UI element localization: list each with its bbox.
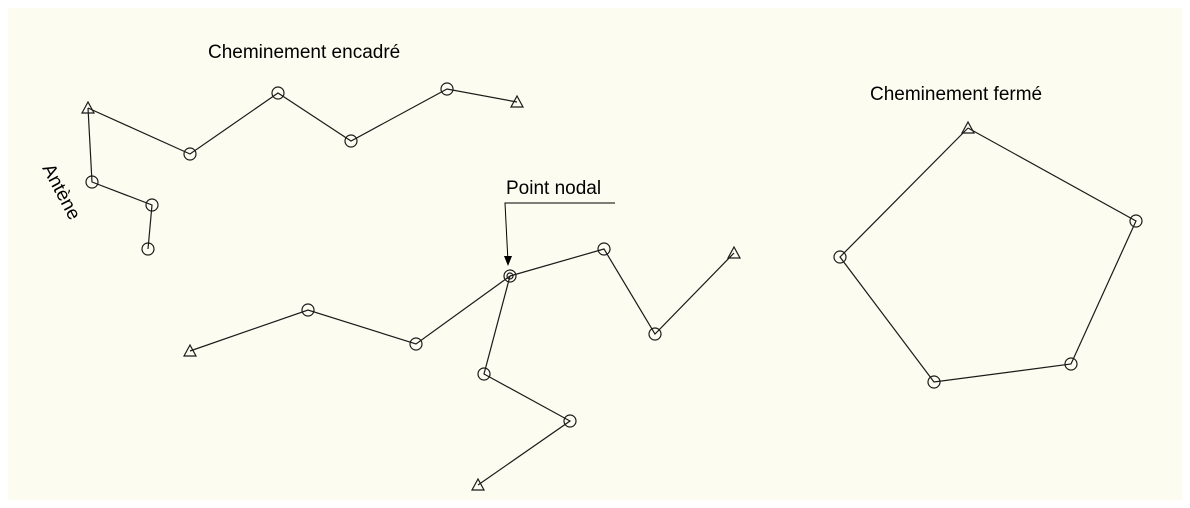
known-point-triangle-icon: [509, 94, 525, 108]
nodal-branch-west-line: [189, 275, 511, 352]
paper-background: [8, 8, 1182, 500]
station-circle-icon: [1064, 357, 1078, 371]
station-circle-icon: [141, 242, 155, 256]
station-circle-icon: [597, 242, 611, 256]
known-point-triangle-icon: [726, 245, 742, 259]
antenne-traverse-line: [87, 107, 153, 250]
nodal-branch-east-line: [509, 248, 735, 335]
nodal-point-double-circle-icon: [506, 272, 514, 280]
label-cheminement-encadre: Cheminement encadré: [208, 42, 400, 63]
station-circle-icon: [833, 250, 847, 264]
station-circle-icon: [409, 337, 423, 351]
nodal-pointer-line: [504, 202, 615, 263]
ferme-traverse-line: [839, 127, 1137, 383]
label-point-nodal: Point nodal: [506, 178, 601, 199]
encadre-traverse-line: [87, 88, 518, 155]
nodal-point-double-circle-icon: [503, 269, 517, 283]
station-circle-icon: [648, 327, 662, 341]
station-circle-icon: [145, 198, 159, 212]
station-circle-icon: [183, 147, 197, 161]
traverse-segments: [87, 88, 1137, 486]
station-circle-icon: [563, 414, 577, 428]
station-circle-icon: [1129, 214, 1143, 228]
station-circle-icon: [477, 367, 491, 381]
nodal-pointer-arrowhead: [504, 256, 512, 266]
nodal-branch-south-line: [477, 275, 572, 486]
known-point-triangle-icon: [470, 477, 486, 491]
traverse-stations: [80, 82, 1143, 491]
label-cheminement-ferme: Cheminement fermé: [870, 84, 1042, 105]
station-circle-icon: [85, 175, 99, 189]
station-circle-icon: [344, 134, 358, 148]
station-circle-icon: [927, 375, 941, 389]
station-circle-icon: [271, 86, 285, 100]
known-point-triangle-icon: [80, 100, 96, 114]
station-circle-icon: [301, 303, 315, 317]
station-circle-icon: [440, 82, 454, 96]
known-point-triangle-icon: [182, 343, 198, 357]
known-point-triangle-icon: [960, 120, 976, 134]
